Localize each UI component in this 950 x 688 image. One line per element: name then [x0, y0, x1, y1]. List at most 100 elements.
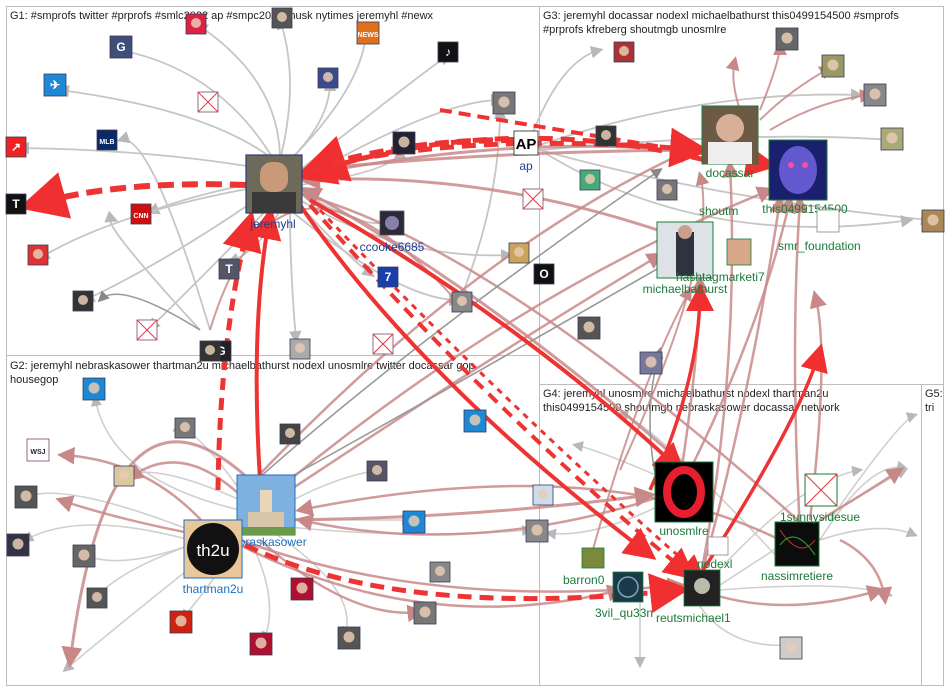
node-jeremyhl[interactable]: jeremyhl [245, 154, 303, 231]
avatar-node[interactable] [508, 242, 530, 264]
node-ccooke6685[interactable]: ccooke6685 [360, 210, 425, 254]
avatar-node[interactable] [72, 544, 96, 568]
edge [229, 538, 625, 608]
node-1sunnysidesue[interactable]: 1sunnysidesue [780, 473, 860, 524]
avatar-node[interactable] [366, 460, 388, 482]
avatar-node[interactable] [249, 632, 273, 656]
edge [819, 526, 918, 541]
node-smr-foundation[interactable]: smr_foundation [778, 209, 861, 253]
svg-text:T: T [12, 197, 20, 211]
edge [819, 467, 905, 522]
edge [57, 446, 211, 531]
avatar-node[interactable] [279, 423, 301, 445]
avatar-node[interactable] [174, 417, 196, 439]
avatar-node[interactable] [82, 377, 106, 401]
avatar-node[interactable] [579, 169, 601, 191]
edge [259, 252, 665, 512]
node-barron0[interactable]: barron0 [563, 547, 605, 587]
node-reutsmichael1[interactable]: reutsmichael1 [656, 569, 731, 625]
avatar-node[interactable]: WSJ [26, 438, 50, 462]
avatar-node[interactable] [451, 291, 473, 313]
node-docassar[interactable]: docassar [701, 105, 759, 180]
avatar-node[interactable]: T [218, 258, 240, 280]
avatar-node[interactable] [429, 561, 451, 583]
avatar-node[interactable] [169, 610, 193, 634]
edge [295, 488, 681, 536]
avatar-node[interactable] [86, 587, 108, 609]
avatar-node[interactable] [656, 179, 678, 201]
avatar-node[interactable] [863, 83, 887, 107]
svg-text:♪: ♪ [445, 45, 451, 59]
avatar-node[interactable]: ♪ [437, 41, 459, 63]
avatar-node[interactable] [392, 131, 416, 155]
edge [688, 195, 796, 471]
avatar-node[interactable] [595, 125, 617, 147]
node-thartman2u[interactable]: th2u thartman2u [183, 519, 244, 596]
avatar-node[interactable] [337, 626, 361, 650]
svg-text:CNN: CNN [133, 213, 148, 220]
node-ap[interactable]: AP ap [513, 130, 539, 173]
avatar-node[interactable] [821, 54, 845, 78]
avatar-node[interactable] [775, 27, 799, 51]
avatar-node[interactable] [577, 316, 601, 340]
avatar-node[interactable]: O [533, 263, 555, 285]
avatar-node[interactable] [197, 91, 219, 113]
node-hashtagmarketi7[interactable]: hashtagmarketi7 [676, 238, 765, 284]
avatar-node[interactable] [463, 409, 487, 433]
avatar-node[interactable] [271, 7, 293, 29]
avatar-node[interactable] [413, 601, 437, 625]
avatar-node[interactable] [113, 465, 135, 487]
node-label-unosmlre: unosmlre [659, 524, 709, 538]
avatar-node[interactable]: ↗ [5, 136, 27, 158]
avatar-node[interactable] [372, 333, 394, 355]
avatar-node[interactable]: ✈ [43, 73, 67, 97]
avatar-node[interactable] [14, 485, 38, 509]
avatar-node[interactable] [921, 209, 945, 233]
edge [299, 187, 692, 472]
avatar-node[interactable] [779, 636, 803, 660]
avatar-node[interactable] [199, 340, 221, 362]
avatar-node[interactable] [880, 127, 904, 151]
edge [22, 524, 191, 542]
avatar-node[interactable] [289, 338, 311, 360]
avatar-node[interactable]: CNN [130, 203, 152, 225]
svg-text:✈: ✈ [50, 78, 60, 92]
avatar-node[interactable] [72, 290, 94, 312]
group-title-g1: G1: #smprofs twitter #prprofs #smlc2022 … [10, 10, 434, 22]
node-unosmlre[interactable]: unosmlre [654, 461, 714, 538]
avatar-node[interactable] [639, 351, 663, 375]
avatar-node[interactable]: NEWS [356, 21, 380, 45]
avatar-node[interactable] [492, 91, 516, 115]
avatar-node[interactable] [402, 510, 426, 534]
node-nodexl[interactable]: nodexl [697, 536, 732, 571]
node-nebraskasower[interactable]: nebraskasower [225, 474, 307, 549]
avatar-node[interactable]: T [5, 193, 27, 215]
node-label-smr-foundation: smr_foundation [778, 239, 861, 253]
node-nassimretiere[interactable]: nassimretiere [761, 521, 833, 583]
node-this0499154500[interactable]: this0499154500 [762, 139, 848, 216]
avatar-node[interactable]: G [109, 35, 133, 59]
avatar-node[interactable] [613, 41, 635, 63]
group-box-g5 [921, 384, 944, 686]
avatar-node[interactable] [6, 533, 30, 557]
node-label-ap: ap [519, 159, 533, 173]
edge [769, 89, 874, 131]
node-michaelbathurst[interactable]: michaelbathurst [643, 221, 728, 296]
avatar-node[interactable] [522, 188, 544, 210]
avatar-node[interactable] [185, 13, 207, 35]
node-label-barron0: barron0 [563, 573, 605, 587]
avatar-node[interactable] [136, 319, 158, 341]
svg-text:G: G [216, 344, 225, 358]
edge [829, 412, 919, 521]
svg-text:WSJ: WSJ [30, 449, 45, 456]
avatar-node[interactable]: MLB [96, 129, 118, 151]
avatar-node[interactable] [525, 519, 549, 543]
avatar-node[interactable] [290, 577, 314, 601]
edge [299, 148, 721, 179]
group-title-g3: G3: jeremyhl docassar nodexl michaelbath… [543, 10, 899, 36]
node-3vil-qu33n[interactable]: 3vil_qu33n [595, 571, 653, 620]
avatar-node[interactable]: 7 [377, 266, 399, 288]
avatar-node[interactable] [27, 244, 49, 266]
avatar-node[interactable] [317, 67, 339, 89]
avatar-node[interactable] [532, 484, 554, 506]
